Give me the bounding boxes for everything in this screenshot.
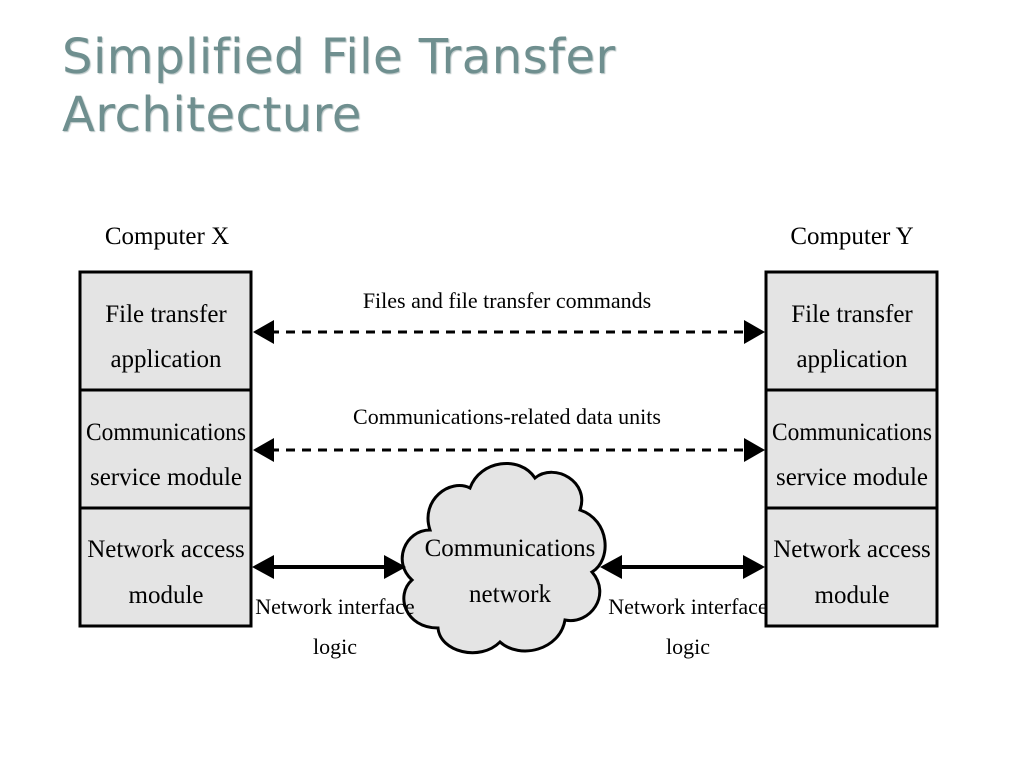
computer-y-file-transfer-box — [764, 270, 939, 392]
computer-x-layer3-line1: Network access — [87, 536, 245, 563]
network-label-line2: network — [469, 581, 551, 608]
left-interface-link: Network interface logic — [252, 555, 415, 659]
interface-left-line2: logic — [313, 634, 357, 659]
right-interface-link: Network interface logic — [600, 555, 768, 659]
computer-y-network-access-box — [764, 506, 939, 628]
computer-x-layer2-line1: Communications — [86, 419, 246, 446]
computer-x-layer1-line2: application — [110, 346, 222, 373]
network-label-line1: Communications — [425, 535, 596, 562]
title-line-2: Architecture — [62, 87, 362, 143]
computer-x-layer3-line2: module — [129, 582, 204, 609]
computer-x-layer2-line2: service module — [90, 464, 242, 491]
left-arrow-to-network — [384, 555, 406, 579]
computer-x-comm-service-box — [78, 388, 253, 510]
computer-y-layer3-line2: module — [815, 582, 890, 609]
computer-y-layer1-line1: File transfer — [791, 301, 913, 328]
files-commands-arrow-left — [253, 320, 274, 344]
data-units-arrow-right — [744, 438, 765, 462]
computer-y-layer3-line1: Network access — [773, 536, 931, 563]
cloud-shape — [400, 462, 607, 655]
computer-x-network-access-box — [78, 506, 253, 628]
data-units-link: Communications-related data units — [253, 404, 765, 462]
computer-y-layer2-line1: Communications — [772, 419, 932, 446]
files-commands-label: Files and file transfer commands — [363, 288, 651, 313]
communications-network-cloud: Communications network — [400, 462, 607, 655]
right-arrow-to-network — [600, 555, 622, 579]
files-commands-link: Files and file transfer commands — [253, 288, 765, 344]
left-arrow-to-computer-x — [252, 555, 274, 579]
interface-left-line1: Network interface — [255, 594, 414, 619]
computer-x-layer1-line1: File transfer — [105, 301, 227, 328]
interface-right-line2: logic — [666, 634, 710, 659]
data-units-arrow-left — [253, 438, 274, 462]
slide-title: Simplified File Transfer Architecture — [62, 28, 962, 144]
computer-y-layer1-line2: application — [796, 346, 908, 373]
right-arrow-to-computer-y — [743, 555, 765, 579]
title-line-1: Simplified File Transfer — [62, 29, 616, 85]
computer-y: Computer Y File transfer application Com… — [764, 223, 939, 628]
computer-y-label: Computer Y — [790, 223, 913, 250]
computer-y-comm-service-box — [764, 388, 939, 510]
computer-x: Computer X File transfer application Com… — [78, 223, 253, 628]
computer-y-layer2-line2: service module — [776, 464, 928, 491]
interface-right-line1: Network interface — [608, 594, 767, 619]
data-units-label: Communications-related data units — [353, 404, 661, 429]
computer-x-label: Computer X — [105, 223, 229, 250]
files-commands-arrow-right — [744, 320, 765, 344]
